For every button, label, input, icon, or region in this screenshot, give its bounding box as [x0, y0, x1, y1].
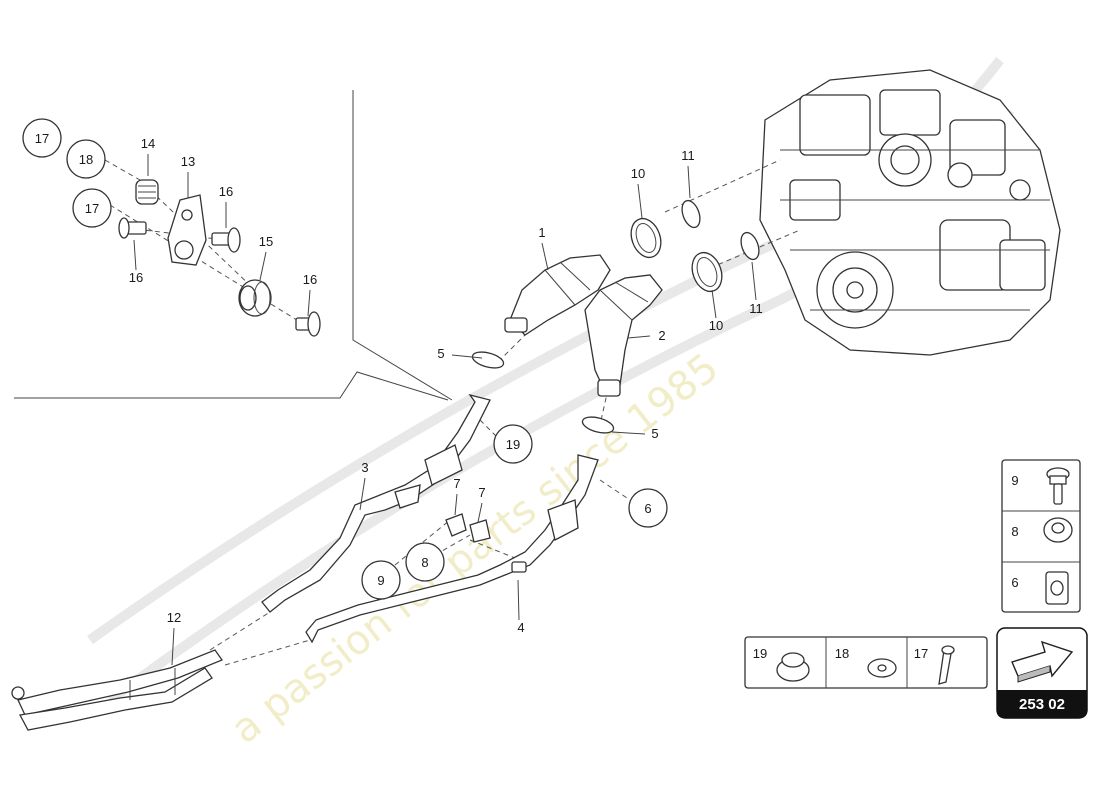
bolt-icon [1046, 467, 1070, 505]
label-13: 13 [181, 154, 195, 169]
label-5: 5 [437, 346, 444, 361]
label-4: 4 [517, 620, 524, 635]
washer-icon [867, 658, 897, 678]
label-16: 16 [129, 270, 143, 285]
clip-nut-icon [1045, 571, 1069, 605]
legend-right: 9 8 6 [1001, 459, 1081, 613]
collar-nut-icon [776, 652, 810, 682]
label-leaders [133, 154, 757, 666]
rear-pipe-12 [11, 649, 223, 731]
callout-8: 8 [421, 555, 428, 570]
catalytic-converter-1 [504, 254, 611, 336]
clamps-gaskets [471, 199, 760, 434]
callout-circle-8: 8 [405, 542, 445, 582]
label-10: 10 [709, 318, 723, 333]
detail-inset-frame [14, 90, 453, 401]
callout-9: 9 [377, 573, 384, 588]
callout-18: 18 [79, 152, 93, 167]
bracket-part [167, 194, 207, 266]
nut-icon [1043, 517, 1073, 543]
callout-circle-18: 18 [66, 139, 106, 179]
inset-parts [118, 179, 321, 337]
exhaust-pipe-4 [305, 454, 599, 644]
label-3: 3 [361, 460, 368, 475]
callout-circle-17b: 17 [72, 188, 112, 228]
label-16: 16 [219, 184, 233, 199]
label-12: 12 [167, 610, 181, 625]
page-reference-number: 253 02 [1019, 696, 1065, 713]
label-5: 5 [651, 426, 658, 441]
legend-number-19: 19 [753, 646, 767, 661]
label-16: 16 [303, 272, 317, 287]
callout-17: 17 [85, 201, 99, 216]
label-11: 11 [749, 301, 763, 316]
pin-bolt-icon [938, 645, 955, 685]
callout-circle-6: 6 [628, 488, 668, 528]
label-11: 11 [681, 148, 695, 163]
legend-number-18: 18 [835, 646, 849, 661]
legend-number-17: 17 [914, 646, 928, 661]
bracket-7 [445, 513, 491, 543]
label-15: 15 [259, 234, 273, 249]
gasket-part [581, 416, 615, 434]
gasket-part [471, 351, 505, 369]
grommet-part [238, 279, 272, 317]
seal-ring-part [681, 199, 701, 229]
callout-17: 17 [35, 131, 49, 146]
exhaust-pipe-3 [261, 393, 491, 613]
label-7: 7 [478, 485, 485, 500]
page-ref-badge: 253 02 [996, 627, 1088, 719]
bolt-part [211, 227, 241, 253]
seal-ring-part [740, 231, 760, 261]
bolt-part [295, 311, 321, 337]
legend-number-8: 8 [1011, 524, 1018, 539]
clamp-part [630, 217, 662, 259]
arrow-icon [1011, 640, 1074, 683]
label-14: 14 [141, 136, 155, 151]
legend-number-6: 6 [1011, 575, 1018, 590]
label-2: 2 [658, 328, 665, 343]
catalytic-converter-2 [584, 274, 663, 397]
legend-bottom: 19 18 17 [744, 636, 988, 689]
bushing-part [135, 179, 159, 205]
label-1: 1 [538, 225, 545, 240]
bolt-part [118, 217, 147, 239]
callout-circle-17a: 17 [22, 118, 62, 158]
legend-number-9: 9 [1011, 473, 1018, 488]
callout-6: 6 [644, 501, 651, 516]
plain-labels: 14 13 16 16 15 16 1 2 3 4 5 5 7 7 10 10 … [129, 136, 763, 635]
engine-block [759, 69, 1061, 356]
label-7: 7 [453, 476, 460, 491]
clamp-part [691, 251, 723, 293]
callout-19: 19 [506, 437, 520, 452]
callout-circle-9: 9 [361, 560, 401, 600]
label-10: 10 [631, 166, 645, 181]
callout-circle-19: 19 [493, 424, 533, 464]
